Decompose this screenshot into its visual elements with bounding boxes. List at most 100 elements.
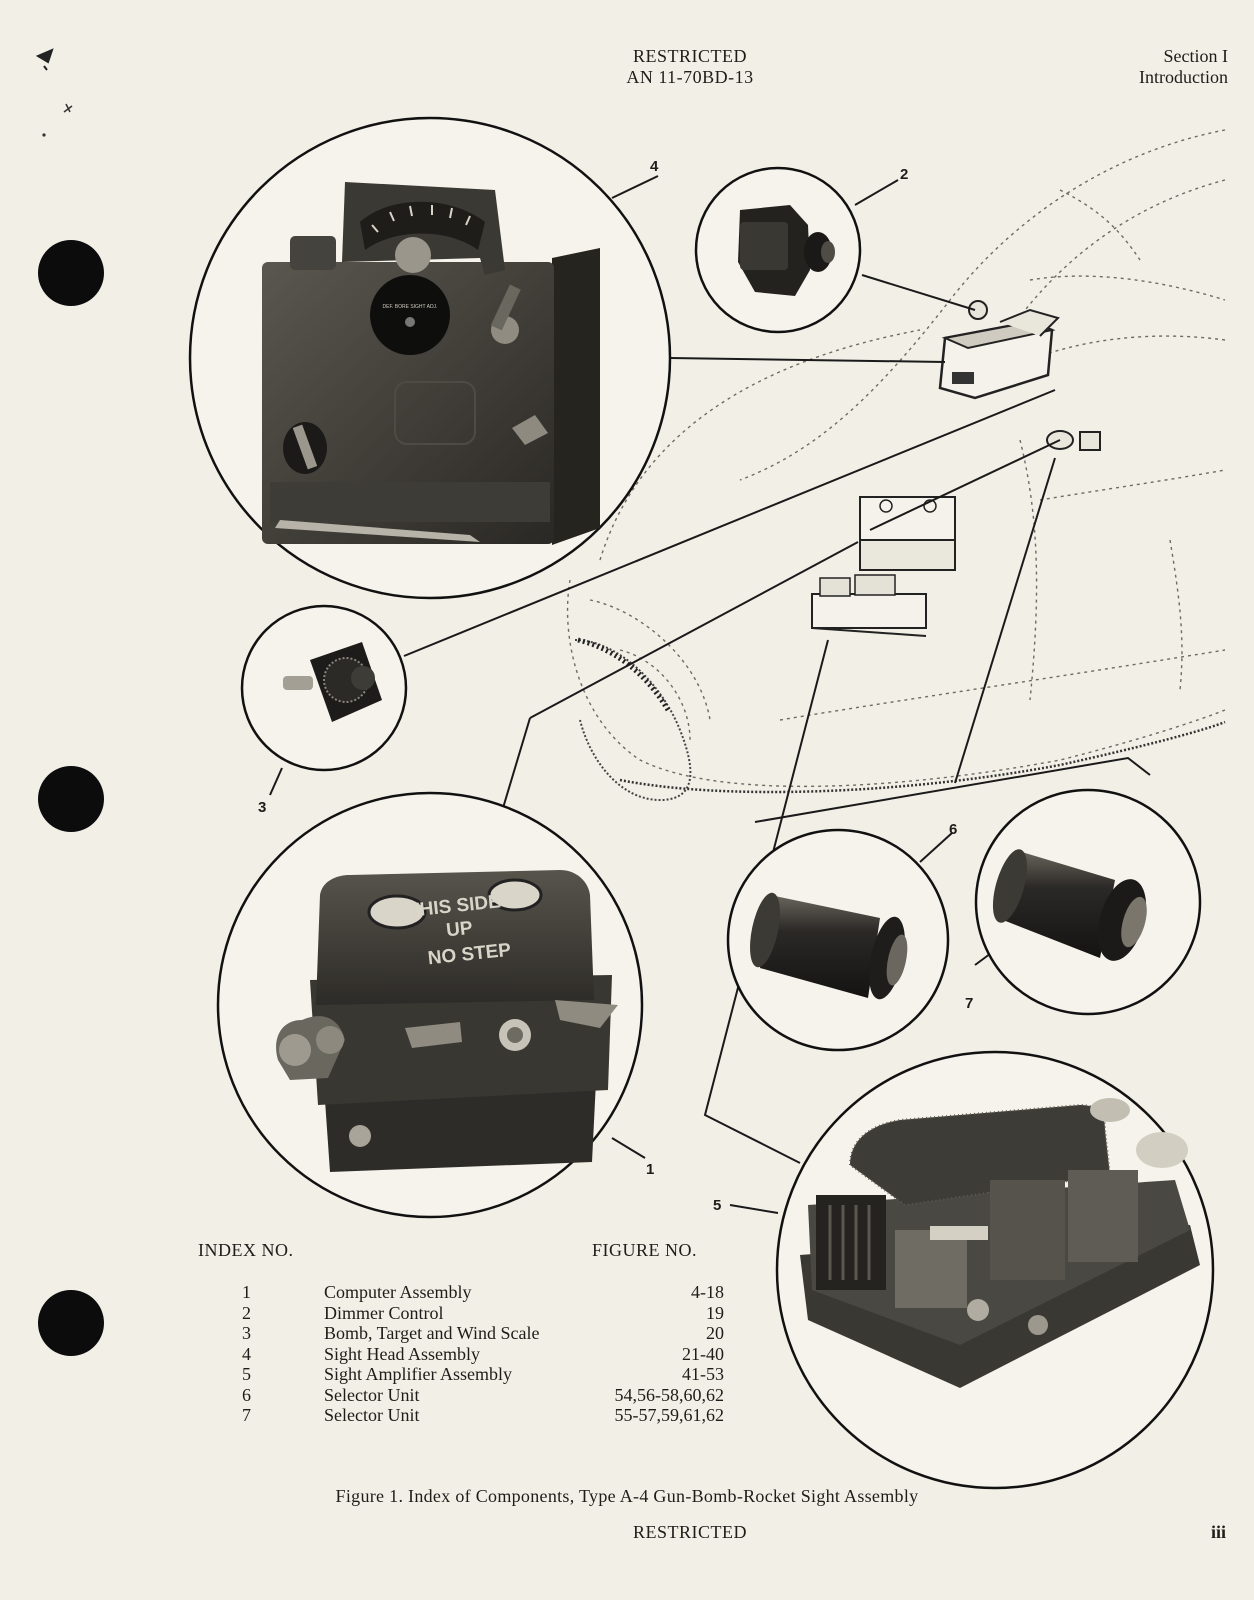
canopy-frame xyxy=(739,129,1226,481)
index-row: 5 Sight Amplifier Assembly 41-53 xyxy=(230,1364,724,1385)
callout-number-5: 5 xyxy=(713,1197,721,1214)
component-name: Dimmer Control xyxy=(324,1302,444,1323)
index-number: 1 xyxy=(242,1282,251,1302)
leader-sight-head xyxy=(669,357,946,363)
computer-photo: THIS SIDE UP NO STEP xyxy=(276,870,618,1172)
figure-caption: Figure 1. Index of Components, Type A-4 … xyxy=(335,1486,919,1506)
installed-sight-head xyxy=(938,300,1060,400)
canopy-frame xyxy=(1059,189,1141,261)
installed-computer xyxy=(859,496,956,571)
sight-head-toggle xyxy=(512,415,548,445)
component-name: Computer Assembly xyxy=(324,1282,472,1302)
figure-reference: 41-53 xyxy=(682,1364,724,1384)
fuselage-panel xyxy=(1019,439,1038,701)
component-name: Sight Head Assembly xyxy=(324,1343,480,1364)
section-title: Introduction xyxy=(1139,67,1228,87)
index-row: 4 Sight Head Assembly 21-40 xyxy=(230,1344,724,1365)
component-name: Selector Unit xyxy=(324,1405,420,1425)
callout-number-7: 7 xyxy=(965,995,973,1012)
fuselage-panel xyxy=(1169,539,1183,691)
figure-reference: 54,56-58,60,62 xyxy=(614,1384,725,1405)
sight-head-window xyxy=(952,372,974,384)
installed-amplifier xyxy=(811,574,927,637)
index-row: 7 Selector Unit 55-57,59,61,62 xyxy=(230,1405,724,1426)
nose-cowl xyxy=(589,599,711,741)
leader-lines xyxy=(269,175,1151,1214)
figure-reference: 55-57,59,61,62 xyxy=(614,1405,725,1425)
amplifier-can xyxy=(1068,1170,1138,1262)
canopy-frame xyxy=(1029,335,1226,361)
component-name: Sight Amplifier Assembly xyxy=(324,1364,513,1384)
leader-selectors xyxy=(954,457,1056,784)
amplifier-tube xyxy=(1136,1132,1188,1168)
canopy-frame xyxy=(1009,179,1226,331)
computer-window xyxy=(367,894,427,930)
figure-heading: FIGURE NO. xyxy=(592,1240,698,1260)
figure-reference: 19 xyxy=(706,1302,724,1323)
index-number: 3 xyxy=(242,1323,251,1343)
pointer-4 xyxy=(611,175,659,199)
sight-head-photo: DEF. BORE SIGHT ADJ. xyxy=(262,182,600,545)
sight-head-lamp xyxy=(395,237,431,273)
index-number: 4 xyxy=(242,1343,251,1364)
selector-unit-6-photo xyxy=(750,892,908,1000)
stray-mark xyxy=(35,48,54,71)
amplifier-photo xyxy=(800,1098,1200,1388)
sight-head-reflector xyxy=(999,308,1060,337)
leader-computer-2 xyxy=(529,541,859,719)
installed-selector-units xyxy=(1046,430,1101,451)
amplifier-tube xyxy=(1090,1098,1130,1122)
canopy-frame xyxy=(1029,275,1226,301)
fuselage-panel xyxy=(1039,469,1226,501)
computer-bracket xyxy=(405,1022,462,1048)
fuselage-panel xyxy=(779,649,1226,721)
callout-number-6: 6 xyxy=(949,821,957,838)
leader-dimmer xyxy=(861,274,976,311)
lid-stencil: UP xyxy=(445,918,474,942)
computer-lid xyxy=(859,496,956,546)
stray-mark xyxy=(63,103,73,113)
section-number: Section I xyxy=(1163,46,1229,66)
callout-number-1: 1 xyxy=(646,1161,654,1178)
index-number: 6 xyxy=(242,1384,251,1405)
classification-footer: RESTRICTED xyxy=(632,1522,747,1542)
page-number: iii xyxy=(1210,1522,1226,1542)
leader-amplifier xyxy=(703,639,829,1164)
binder-hole-top xyxy=(38,240,104,306)
scale-photo xyxy=(283,642,382,722)
callout-number-4: 4 xyxy=(650,158,659,175)
classification-header: RESTRICTED xyxy=(632,46,747,66)
figure-reference: 21-40 xyxy=(682,1343,724,1364)
figure-reference: 4-18 xyxy=(691,1282,724,1302)
fuselage-underside xyxy=(619,720,1226,794)
document-number: AN 11-70BD-13 xyxy=(626,67,754,87)
dimmer-control-photo xyxy=(738,205,835,296)
sight-head-housing xyxy=(262,262,554,544)
amplifier-connector xyxy=(967,1299,989,1321)
windshield xyxy=(599,329,921,561)
selector-unit-7-photo xyxy=(992,849,1147,961)
sight-head-base xyxy=(270,482,550,522)
pointer-1 xyxy=(611,1137,646,1159)
callout-number-2: 2 xyxy=(900,166,908,183)
index-table: 1 Computer Assembly 4-18 2 Dimmer Control 19 3… xyxy=(230,1282,724,1426)
index-number: 7 xyxy=(242,1405,251,1425)
index-heading: INDEX NO. xyxy=(198,1240,294,1260)
binder-hole-middle xyxy=(38,766,104,832)
sight-head-side xyxy=(552,248,600,545)
pointer-3 xyxy=(269,767,283,796)
callout-number-3: 3 xyxy=(258,799,266,816)
stray-mark xyxy=(42,133,46,137)
index-number: 2 xyxy=(242,1302,251,1323)
sight-head-plate xyxy=(394,381,476,445)
index-number: 5 xyxy=(242,1364,251,1384)
boresight-dial-label: DEF. BORE SIGHT ADJ. xyxy=(383,304,438,310)
aircraft-outline xyxy=(566,129,1226,788)
pointer-5 xyxy=(729,1204,779,1214)
binder-hole-bottom xyxy=(38,1290,104,1356)
installed-dimmer xyxy=(968,300,988,320)
pointer-2 xyxy=(854,179,899,206)
computer-valve xyxy=(349,1125,371,1147)
